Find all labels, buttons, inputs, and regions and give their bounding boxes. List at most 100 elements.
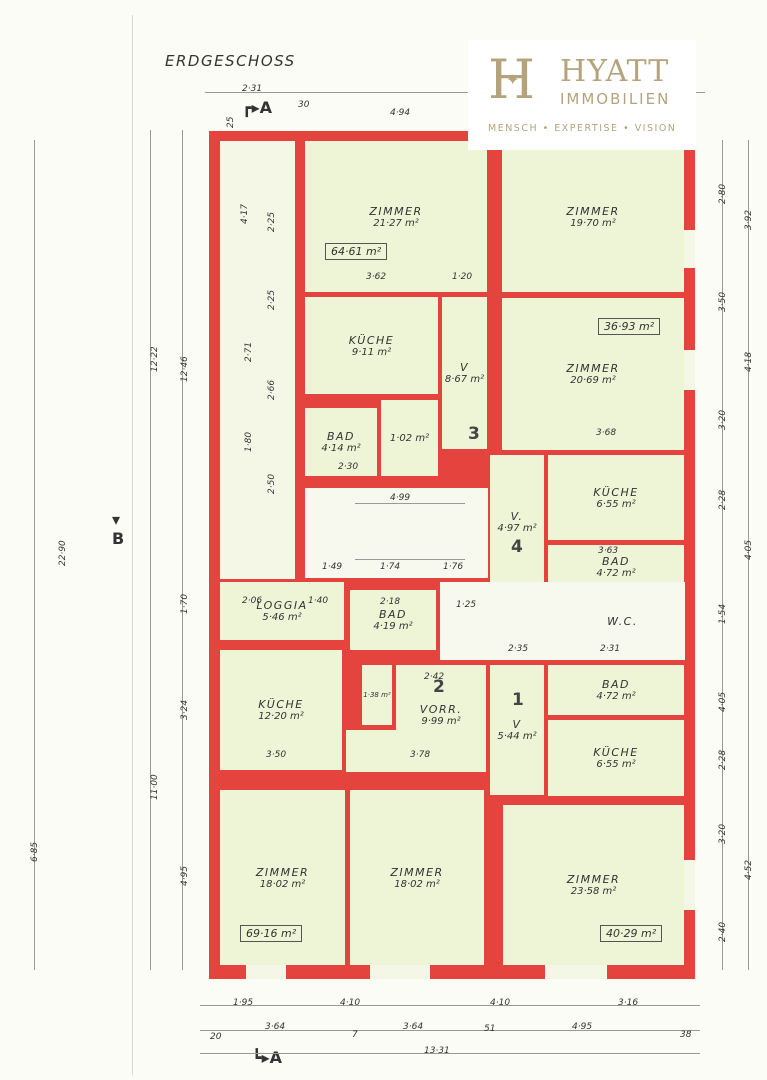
dim-left: 4·95 [180, 865, 190, 886]
dim-inner: 1·74 [380, 562, 401, 572]
dim-left: 2·71 [244, 341, 254, 362]
dim-inner: 2·18 [380, 597, 401, 607]
dim-inner: 1·20 [452, 272, 473, 282]
dim-bottom: 4·95 [572, 1022, 593, 1032]
outer-walkway [220, 141, 295, 579]
dim-left: 2·66 [267, 379, 277, 400]
dim-bottom: 3·64 [265, 1022, 286, 1032]
section-marker-a-top: ┏▸A [242, 98, 273, 117]
unit-number-3: 3 [468, 424, 480, 444]
dim-left: 1·80 [244, 431, 254, 452]
dim-inner: 1·40 [308, 596, 329, 606]
unit-number-2: 2 [433, 677, 445, 697]
dimension-line-bottom-3 [200, 1053, 700, 1054]
dim-top: 30 [298, 100, 310, 110]
logo-subtitle: IMMOBILIEN [560, 90, 671, 108]
dim-right: 3·92 [744, 209, 754, 230]
hyatt-immobilien-logo: H ✦ HYATT IMMOBILIEN MENSCH • EXPERTISE … [468, 40, 696, 150]
dim-bottom: 38 [680, 1030, 692, 1040]
dim-inner: 2·35 [508, 644, 529, 654]
dimension-line-bottom-1 [200, 1005, 700, 1006]
dim-inner: 2·31 [600, 644, 621, 654]
dim-right: 4·52 [744, 859, 754, 880]
logo-mark: H [488, 48, 536, 111]
window [246, 965, 286, 979]
dimension-line-bottom-2 [200, 1030, 700, 1031]
dim-top: 25 [226, 116, 236, 128]
dim-inner: 3·50 [266, 750, 287, 760]
dim-inner: 2·06 [242, 596, 263, 606]
dim-right: 2·28 [718, 489, 728, 510]
room-vorraum-4-97: V.4·97 m² [490, 455, 544, 589]
dim-bottom: 4·10 [490, 998, 511, 1008]
dim-bottom: 3·16 [618, 998, 639, 1008]
dim-inner: 2·42 [424, 672, 445, 682]
staircase [305, 488, 488, 578]
room-vorraum-9-99: VORR.9·99 m² [396, 665, 486, 765]
dim-inner: 3·78 [410, 750, 431, 760]
logo-tagline: MENSCH • EXPERTISE • VISION [488, 123, 677, 134]
dim-left: 3·24 [180, 699, 190, 720]
logo-star-icon: ✦ [506, 70, 520, 89]
dim-bottom: 20 [210, 1032, 222, 1042]
dim-left: 2·25 [267, 289, 277, 310]
logo-name: HYATT [560, 54, 670, 89]
dim-right: 4·18 [744, 351, 754, 372]
dimension-line-right-1 [722, 140, 723, 970]
dim-bottom: 3·64 [403, 1022, 424, 1032]
window [370, 965, 430, 979]
apartment-area-unit3: 64·61 m² [325, 243, 388, 260]
dim-left: 12·22 [150, 346, 160, 372]
dim-right: 2·28 [718, 749, 728, 770]
dim-inner: 2·30 [338, 462, 359, 472]
dim-left: 12·46 [180, 356, 190, 382]
section-marker-b: ▾B [112, 510, 125, 548]
dim-bottom-total: 13·31 [424, 1046, 450, 1056]
dim-left: 11·00 [150, 774, 160, 800]
room-wc-unit3: 1·02 m² [381, 400, 438, 476]
dimension-line-top [205, 92, 705, 93]
dim-left: 2·50 [267, 473, 277, 494]
dim-left: 22·90 [58, 540, 68, 566]
section-marker-a-bottom: ┗▸A [252, 1048, 283, 1067]
dim-top: 4·94 [390, 108, 411, 118]
dim-inner: 1·76 [443, 562, 464, 572]
dim-inner: 4·99 [390, 493, 411, 503]
corridor: W.C. [440, 582, 685, 660]
apartment-area-unit4: 36·93 m² [598, 318, 661, 335]
sheet-edge-line [132, 15, 133, 1075]
dim-bottom: 51 [484, 1024, 496, 1034]
plan-title: ERDGESCHOSS [165, 52, 296, 70]
dim-bottom: 1·95 [233, 998, 254, 1008]
unit-number-4: 4 [511, 537, 523, 557]
dim-right: 1·54 [718, 603, 728, 624]
hall-connector [490, 590, 544, 660]
apartment-area-unit2: 69·16 m² [240, 925, 303, 942]
dim-right: 4·05 [718, 691, 728, 712]
dim-bottom: 4·10 [340, 998, 361, 1008]
dim-inner: 3·63 [598, 546, 619, 556]
dim-right: 3·20 [718, 409, 728, 430]
dim-right: 4·05 [744, 539, 754, 560]
dim-left: 1·70 [180, 593, 190, 614]
dim-inner: 3·68 [596, 428, 617, 438]
dim-left: 2·25 [267, 211, 277, 232]
dim-right: 2·40 [718, 921, 728, 942]
dimension-line-left-1 [34, 140, 35, 970]
apartment-area-unit1: 40·29 m² [600, 925, 663, 942]
